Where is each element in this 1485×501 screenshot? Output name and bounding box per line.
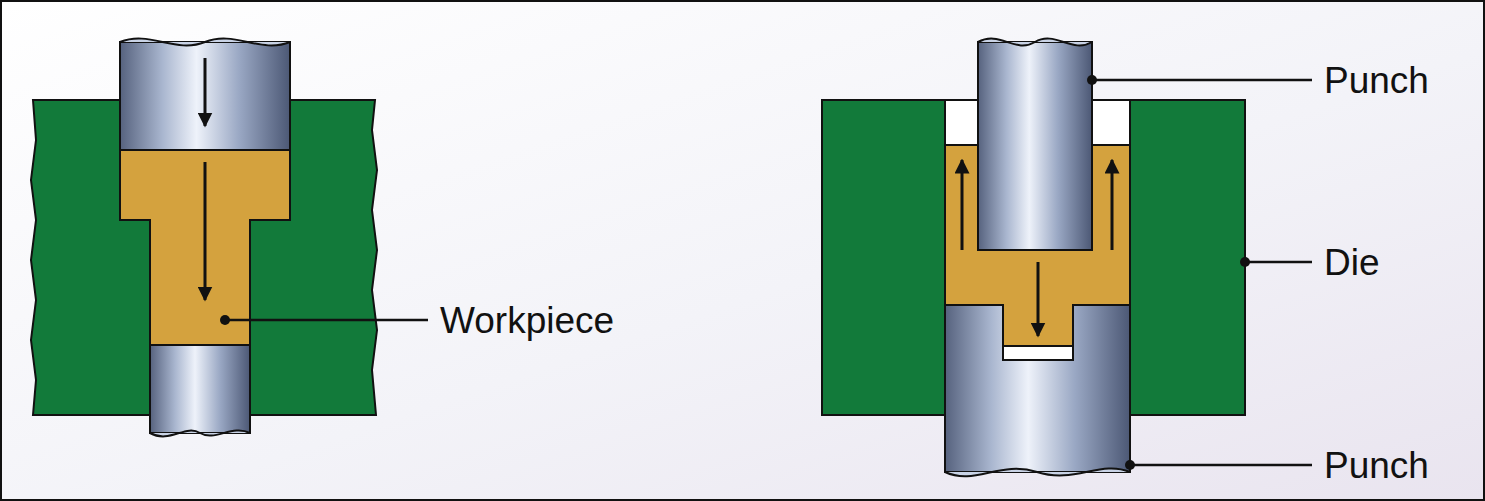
punch-break	[945, 469, 1130, 477]
punch	[978, 42, 1092, 250]
punch-break	[978, 39, 1092, 46]
punch-break	[150, 430, 250, 436]
workpiece	[120, 150, 290, 345]
part-label: Punch	[1324, 447, 1429, 484]
forward-extrusion-figure	[31, 39, 428, 437]
flow-arrow	[1111, 160, 1114, 250]
flow-arrow	[204, 162, 207, 300]
leader-line	[225, 319, 428, 322]
backward-extrusion-figure	[822, 39, 1312, 477]
motion-arrow	[204, 58, 207, 126]
punch	[150, 345, 250, 433]
punch-break	[120, 39, 290, 46]
leader-line	[1245, 261, 1312, 264]
leader-line	[1130, 464, 1312, 467]
punch	[120, 42, 290, 150]
part-label: Punch	[1324, 62, 1429, 99]
part-label: Workpiece	[440, 302, 614, 339]
leader-line	[1092, 79, 1312, 82]
part-label: Die	[1324, 244, 1380, 281]
flow-arrow	[1037, 262, 1040, 336]
flow-arrow	[961, 160, 964, 250]
